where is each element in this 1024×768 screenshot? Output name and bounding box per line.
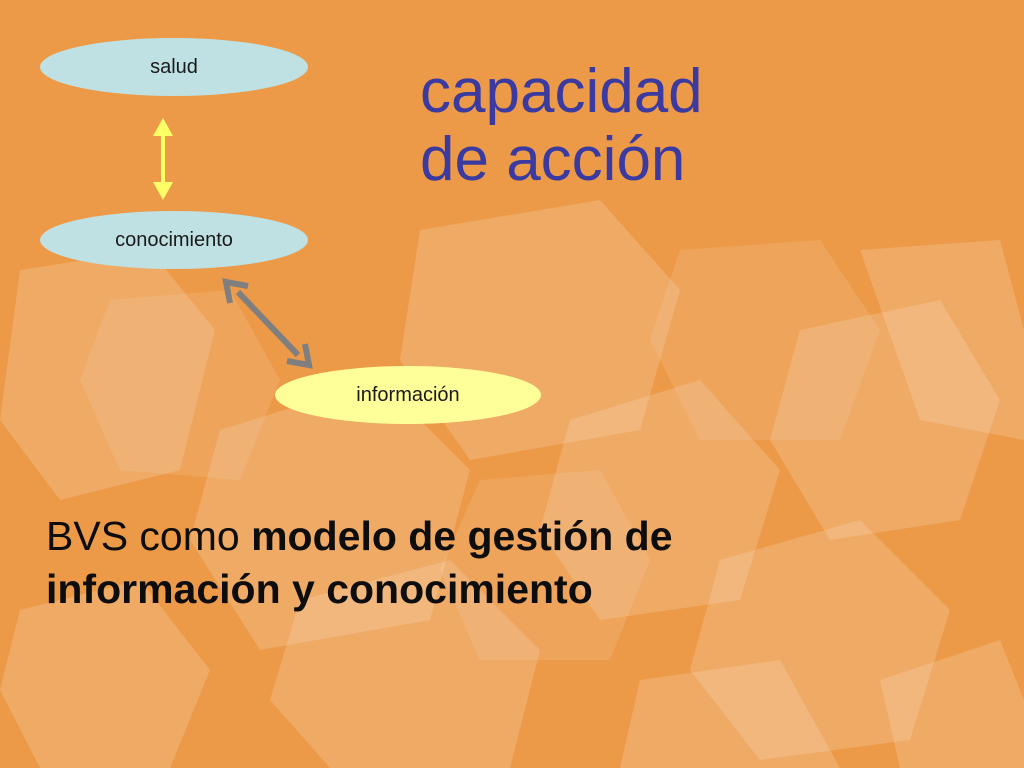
node-informacion-label: información [356,383,460,406]
caption-plain: BVS como [46,513,252,559]
caption-bold-2: información y conocimiento [46,566,593,612]
arrow-salud-conocimiento [153,118,173,200]
slide-title: capacidad de acción [420,58,703,194]
title-line-1: capacidad [420,57,703,126]
node-conocimiento: conocimiento [40,211,308,269]
caption-bold-1: modelo de gestión de [251,513,673,559]
title-line-2: de acción [420,125,686,194]
arrow-conocimiento-informacion [222,278,313,369]
node-conocimiento-label: conocimiento [115,228,233,251]
node-informacion: información [275,366,541,424]
node-salud: salud [40,38,308,96]
slide-caption: BVS como modelo de gestión de información… [46,510,976,616]
node-salud-label: salud [150,55,198,78]
